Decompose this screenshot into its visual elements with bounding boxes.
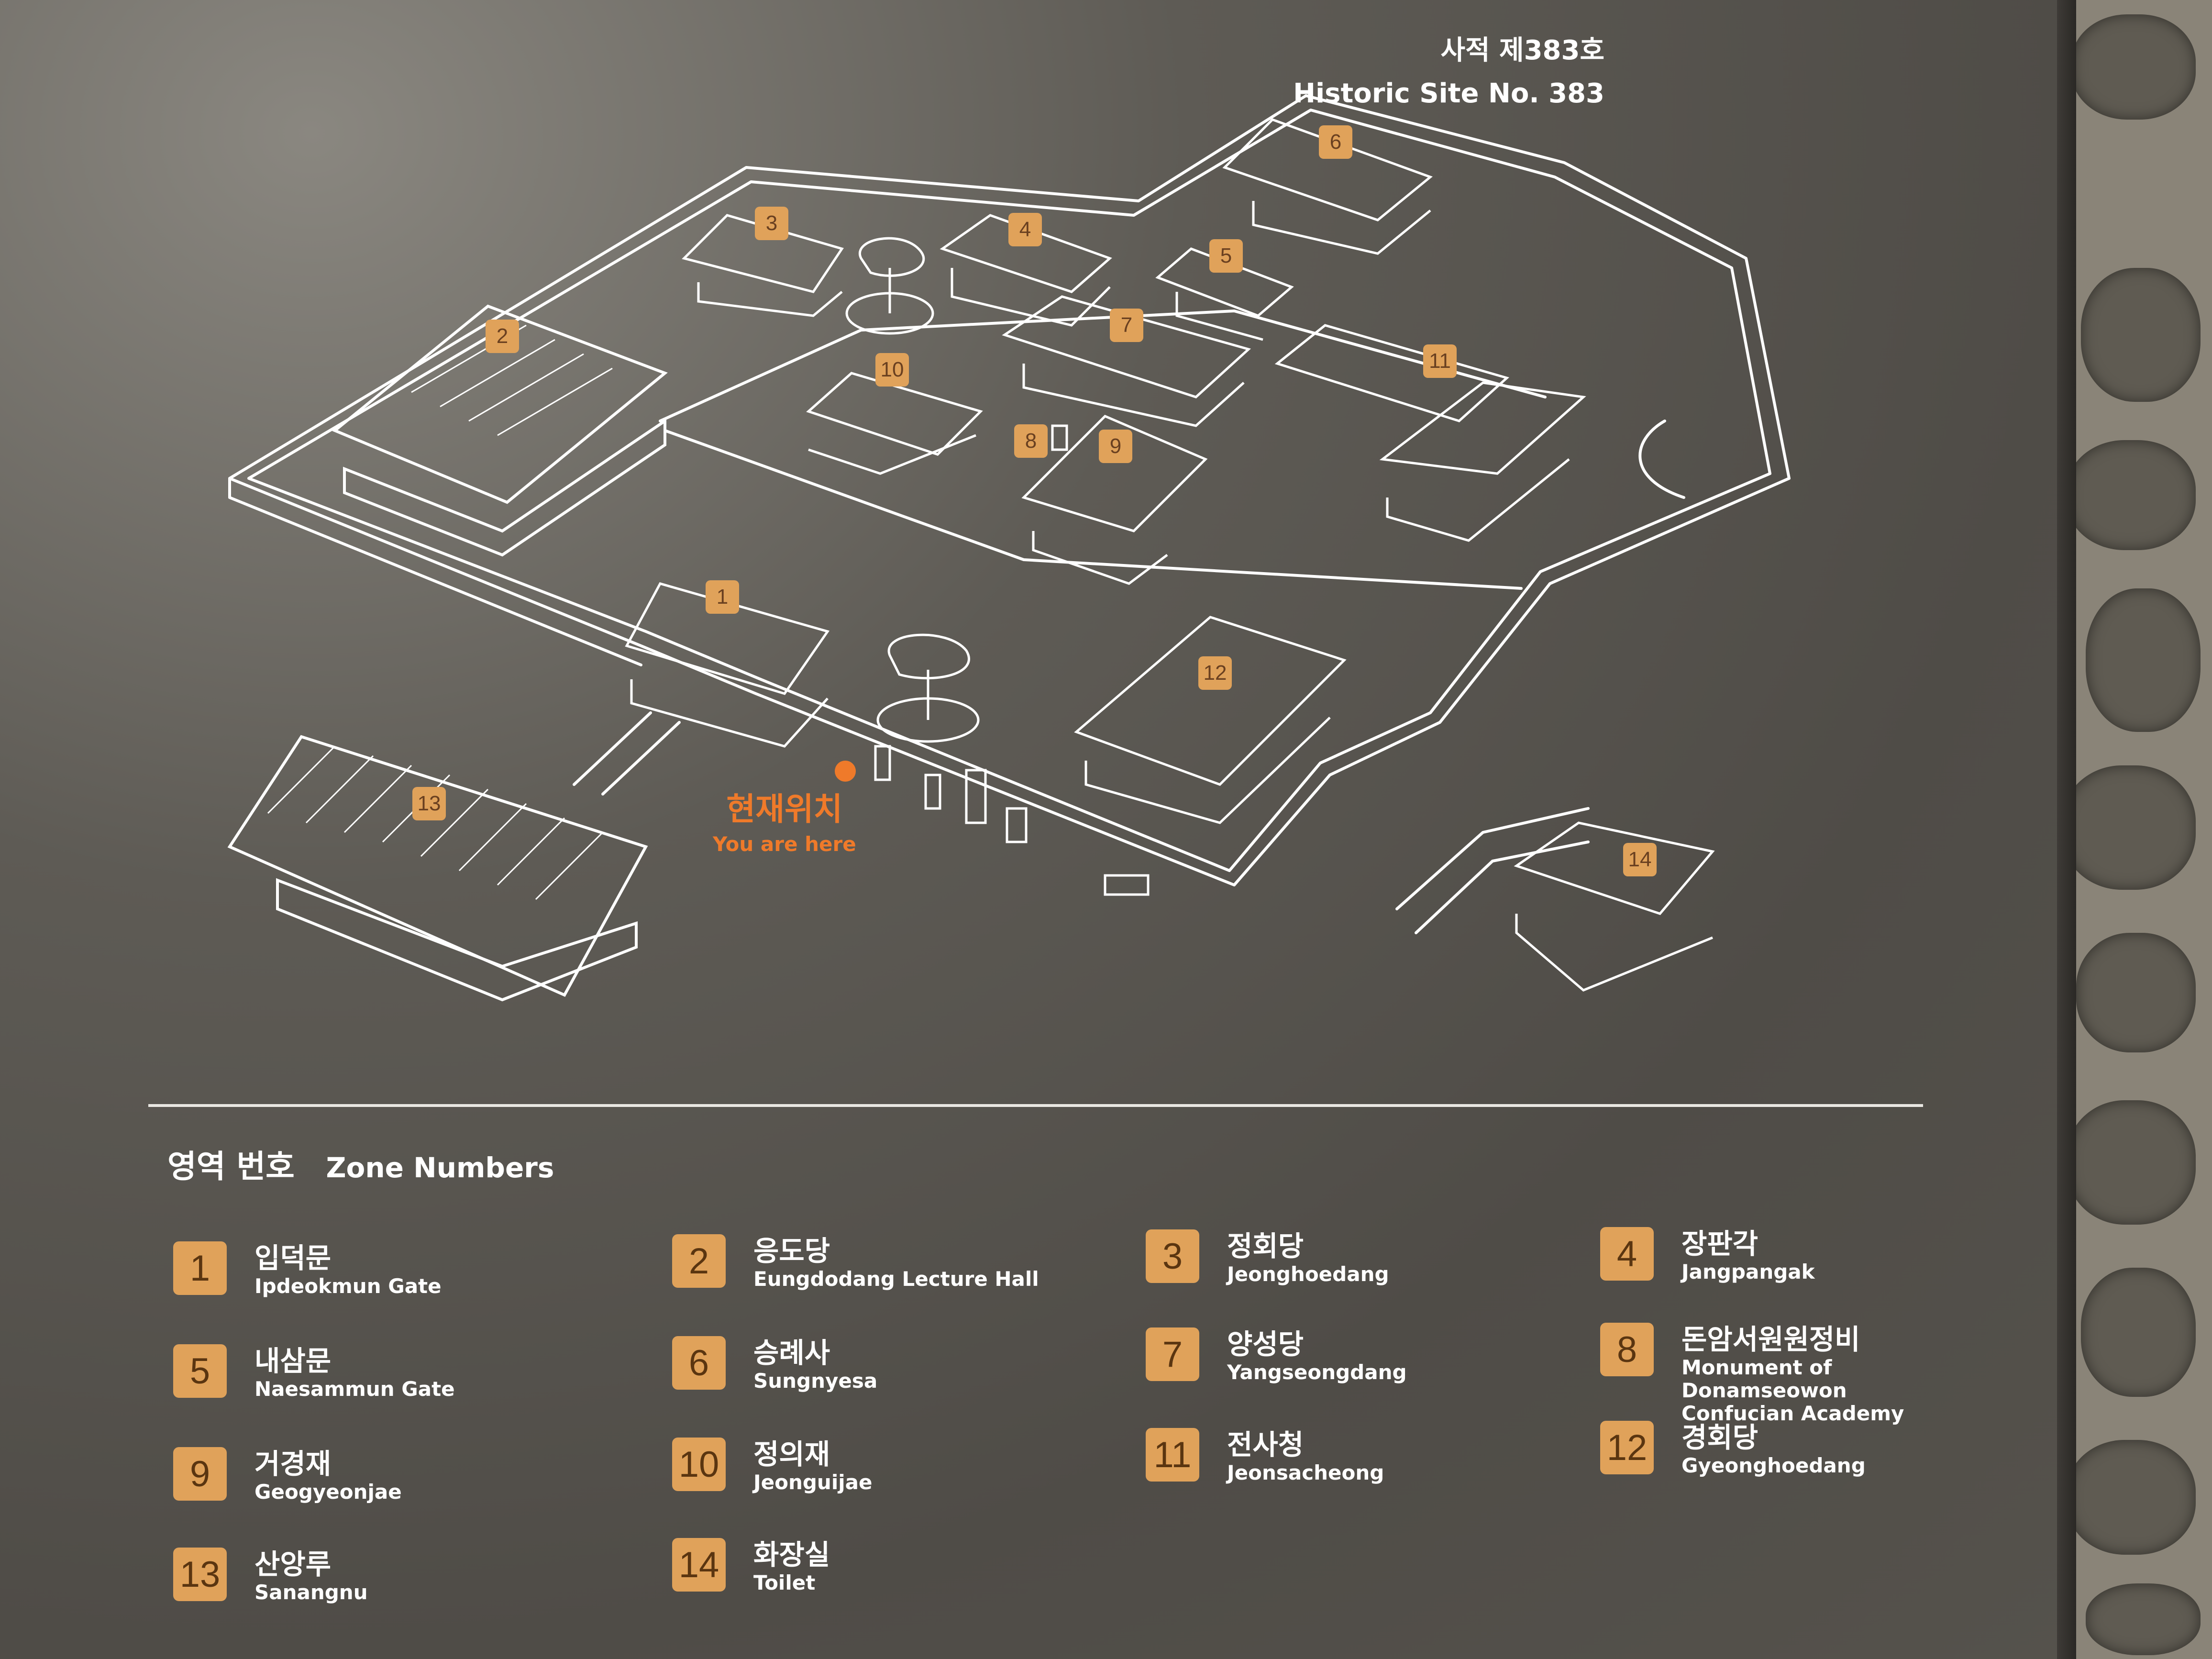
legend-number: 8 [1600, 1323, 1654, 1376]
outer-wall-base [230, 478, 641, 665]
legend-name-ko: 내삼문 [254, 1338, 331, 1379]
legend-number: 9 [173, 1447, 227, 1501]
path-13 [574, 713, 679, 794]
map-badge-6: 6 [1319, 125, 1352, 159]
legend-name-en: Yangseongdang [1227, 1361, 1407, 1384]
legend-name-ko: 정의재 [753, 1432, 830, 1472]
legend-name-ko: 전사청 [1227, 1422, 1304, 1462]
legend-name-en: Toilet [753, 1571, 815, 1594]
path-14 [1397, 808, 1588, 933]
tree-lower [878, 635, 978, 741]
building-12 [1076, 617, 1344, 823]
legend-name-ko: 정회당 [1227, 1224, 1304, 1264]
map-badge-9: 9 [1099, 430, 1132, 463]
legend-name-ko: 입덕문 [254, 1236, 331, 1276]
you-are-here-marker: 현재위치 You are here [713, 761, 856, 856]
legend-name-ko: 산앙루 [254, 1542, 331, 1582]
legend-number: 7 [1146, 1327, 1199, 1381]
legend-name-en: Jangpangak [1681, 1261, 1815, 1283]
legend-number: 1 [173, 1241, 227, 1295]
map-badge-4: 4 [1008, 213, 1042, 246]
legend-name-en: Geogyeonjae [254, 1481, 402, 1504]
map-badge-3: 3 [755, 207, 788, 240]
legend-number: 3 [1146, 1229, 1199, 1283]
map-badge-10: 10 [875, 353, 909, 387]
legend-number: 10 [672, 1438, 726, 1491]
curve-wall [1640, 421, 1684, 498]
map-badge-13: 13 [412, 787, 446, 820]
stone-wall-background [2057, 0, 2212, 1659]
legend-name-ko: 거경재 [254, 1441, 331, 1482]
you-are-here-en: You are here [713, 832, 856, 856]
legend-name-ko: 장판각 [1681, 1221, 1758, 1261]
board-edge [2057, 0, 2076, 1659]
legend-title-en: Zone Numbers [326, 1151, 554, 1184]
building-14 [1516, 823, 1713, 990]
legend-name-en: Sungnyesa [753, 1370, 877, 1393]
legend-title-ko: 영역 번호 [167, 1148, 295, 1185]
legend-name-ko: 경회당 [1681, 1415, 1758, 1455]
legend-name-en: Ipdeokmun Gate [254, 1275, 442, 1298]
legend-name-ko: 돈암서원원정비 [1681, 1317, 1860, 1357]
legend-number: 12 [1600, 1421, 1654, 1474]
legend-name-ko: 응도당 [753, 1228, 830, 1269]
tree-upper [847, 238, 933, 333]
map-badge-12: 12 [1198, 656, 1232, 690]
building-10 [808, 373, 981, 474]
legend-number: 2 [672, 1234, 726, 1288]
map-badge-11: 11 [1423, 344, 1457, 378]
legend-number: 4 [1600, 1227, 1654, 1281]
legend-name-ko: 양성당 [1227, 1322, 1304, 1362]
legend-name-ko: 화장실 [753, 1532, 830, 1572]
inner-wall [665, 431, 1521, 588]
legend-number: 14 [672, 1538, 726, 1592]
legend-number: 13 [173, 1548, 227, 1601]
legend-title: 영역 번호 Zone Numbers [167, 1141, 554, 1187]
map-badge-14: 14 [1623, 843, 1657, 876]
legend-number: 6 [672, 1336, 726, 1390]
legend-name-ko: 승례사 [753, 1330, 830, 1371]
you-are-here-ko: 현재위치 [713, 784, 856, 830]
legend-name-en: Sanangnu [254, 1581, 368, 1604]
legend-name-en: Jeonguijae [753, 1471, 872, 1494]
map-badge-2: 2 [486, 320, 519, 353]
legend-name-en: Jeonsacheong [1227, 1461, 1384, 1484]
map-badge-7: 7 [1110, 309, 1143, 342]
legend-name-en: Jeonghoedang [1227, 1263, 1389, 1286]
legend-name-en: Gyeonghoedang [1681, 1454, 1866, 1477]
legend-number: 11 [1146, 1428, 1199, 1482]
legend-number: 5 [173, 1344, 227, 1398]
legend-divider [148, 1104, 1923, 1107]
legend-name-en: Naesammun Gate [254, 1378, 455, 1401]
legend-name-en: Eungdodang Lecture Hall [753, 1268, 1039, 1291]
monuments [875, 426, 1148, 895]
map-badge-1: 1 [706, 580, 739, 614]
location-dot-icon [835, 761, 856, 782]
map-badge-8: 8 [1014, 424, 1048, 458]
map-badge-5: 5 [1209, 239, 1243, 273]
site-map [0, 0, 2057, 1100]
